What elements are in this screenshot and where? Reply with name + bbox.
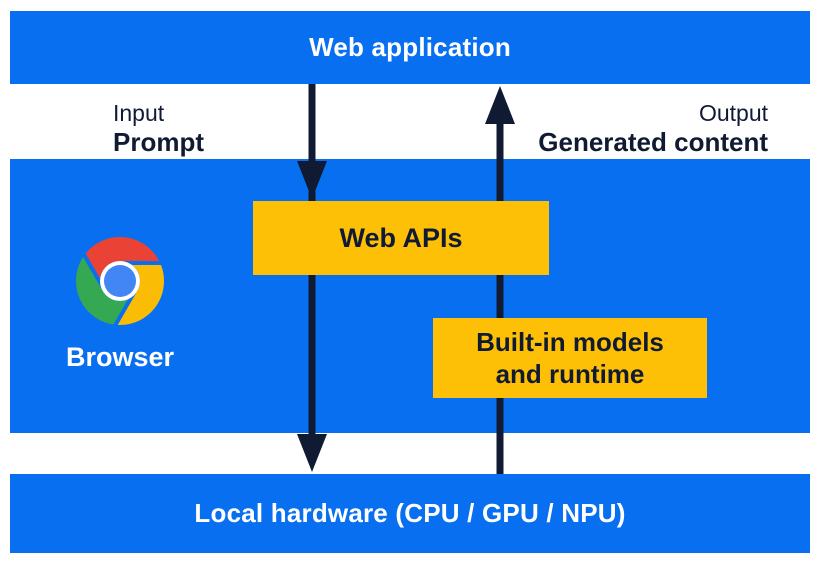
builtin-models-label: Built-in models and runtime	[476, 326, 664, 390]
web-application-layer: Web application	[10, 11, 810, 84]
web-apis-box: Web APIs	[253, 201, 549, 275]
input-flow-arrow	[297, 84, 327, 472]
local-hardware-label: Local hardware (CPU / GPU / NPU)	[194, 498, 626, 528]
output-annotation: Output Generated content	[538, 100, 768, 158]
input-value: Prompt	[113, 127, 204, 157]
builtin-models-box: Built-in models and runtime	[433, 318, 707, 398]
browser-label: Browser	[65, 342, 175, 372]
chrome-logo-icon	[76, 237, 164, 325]
output-flow-arrow	[485, 86, 515, 474]
input-label: Input	[113, 100, 165, 126]
input-annotation: Input Prompt	[113, 100, 204, 158]
web-apis-label: Web APIs	[339, 222, 463, 253]
output-label: Output	[698, 100, 768, 126]
output-value: Generated content	[538, 127, 768, 157]
builtin-models-line1: Built-in models	[476, 327, 664, 357]
builtin-models-line2: and runtime	[495, 359, 645, 389]
local-hardware-layer: Local hardware (CPU / GPU / NPU)	[10, 474, 810, 553]
web-application-label: Web application	[309, 32, 511, 62]
